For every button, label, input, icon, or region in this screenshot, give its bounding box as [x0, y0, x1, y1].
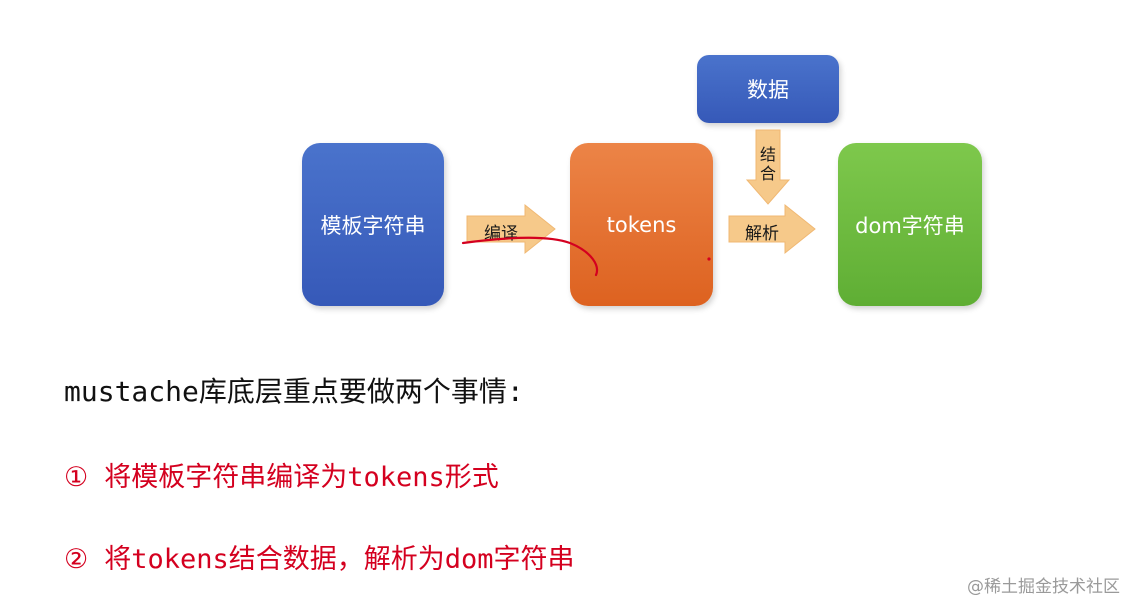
data-label: 数据 [747, 78, 789, 102]
note-text-1: 将模板字符串编译为tokens形式 [104, 462, 499, 493]
tokens-node: tokens [570, 143, 713, 306]
note-marker-1: ① [64, 462, 89, 493]
dom-string-node: dom字符串 [838, 143, 982, 306]
notes-heading: mustache库底层重点要做两个事情: [64, 375, 524, 408]
note-marker-2: ② [64, 544, 89, 575]
tokens-label: tokens [606, 212, 677, 237]
data-node: 数据 [697, 55, 839, 123]
template-string-label: 模板字符串 [320, 213, 426, 238]
template-string-node: 模板字符串 [302, 143, 444, 306]
parse-arrow [728, 203, 816, 255]
compile-edge-label: 编译 [484, 224, 518, 244]
parse-edge-label: 解析 [745, 224, 779, 244]
watermark: @稀土掘金技术社区 [967, 577, 1120, 597]
note-point-1: ① 将模板字符串编译为tokens形式 [64, 455, 499, 494]
combine-edge-label: 结合 [759, 145, 776, 183]
dom-string-label: dom字符串 [855, 213, 965, 238]
combine-arrow [745, 129, 791, 205]
note-point-2: ② 将tokens结合数据，解析为dom字符串 [64, 537, 575, 576]
note-text-2: 将tokens结合数据，解析为dom字符串 [104, 544, 575, 575]
